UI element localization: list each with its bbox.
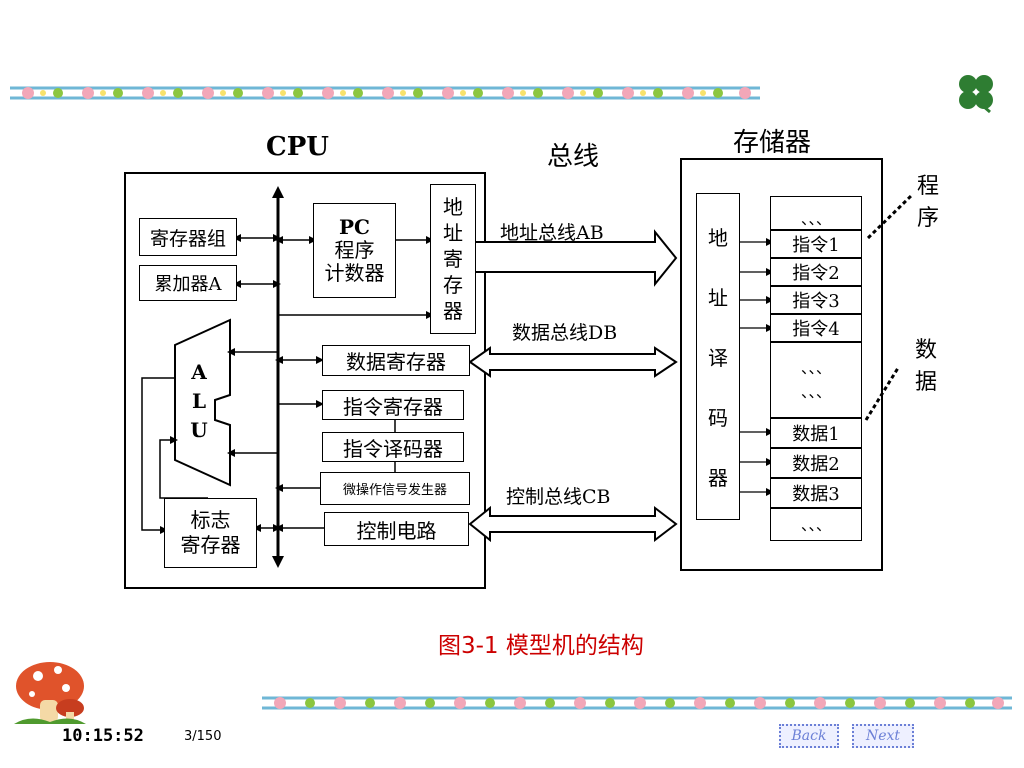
next-button-label: Next — [865, 728, 901, 744]
address-decoder-char: 地 — [708, 225, 728, 250]
address-register-char: 寄 — [443, 247, 463, 271]
control-bus-label: 控制总线CB — [506, 486, 611, 508]
clock: 10:15:52 — [62, 726, 144, 746]
cpu-boundary — [124, 172, 486, 589]
memory-cell: 数据1 — [770, 418, 862, 448]
memory-cell: 、、、 — [770, 508, 862, 541]
mushroom-icon — [14, 662, 86, 724]
memory-cell: 数据2 — [770, 448, 862, 478]
address-decoder-char: 器 — [708, 466, 728, 491]
address-register: 地 址 寄 存 器 — [430, 184, 476, 334]
memory-boundary — [680, 158, 883, 571]
data-bus-label: 数据总线DB — [512, 322, 618, 344]
memory-cell: 指令3 — [770, 286, 862, 314]
data-label-char: 据 — [914, 370, 937, 395]
flag-register-line2: 寄存器 — [180, 533, 241, 557]
address-decoder-char: 码 — [708, 406, 728, 431]
memory-cell: 数据3 — [770, 478, 862, 508]
address-bus-label: 地址总线AB — [500, 222, 604, 244]
address-decoder: 地 址 译 码 器 — [696, 193, 740, 520]
back-button[interactable]: Back — [779, 724, 839, 748]
next-button[interactable]: Next — [852, 724, 914, 748]
data-label-char: 数 — [914, 338, 937, 363]
program-counter: PC 程序 计数器 — [313, 203, 396, 298]
memory-cell: 、、、 — [770, 196, 862, 230]
bus-title: 总线 — [547, 142, 600, 172]
address-register-char: 存 — [443, 273, 463, 297]
data-register: 数据寄存器 — [322, 345, 470, 376]
register-group: 寄存器组 — [139, 218, 237, 256]
pc-line1: PC — [339, 215, 370, 239]
alu-char: U — [190, 418, 208, 442]
program-label: 程 序 — [914, 168, 942, 231]
control-circuit: 控制电路 — [324, 512, 469, 546]
instruction-register: 指令寄存器 — [322, 390, 464, 420]
micro-op-generator: 微操作信号发生器 — [320, 472, 470, 505]
memory-cell: 指令2 — [770, 258, 862, 286]
top-flower-border — [10, 86, 760, 100]
memory-title: 存储器 — [733, 128, 812, 158]
memory-cell: 指令4 — [770, 314, 862, 342]
flag-register-line1: 标志 — [190, 508, 231, 532]
flag-register: 标志 寄存器 — [164, 498, 257, 568]
address-decoder-char: 译 — [708, 345, 728, 370]
alu-label: A L U — [188, 360, 210, 442]
address-register-char: 址 — [443, 221, 463, 245]
cpu-title: CPU — [266, 132, 329, 162]
page-counter: 3/150 — [184, 729, 222, 744]
memory-cell: 指令1 — [770, 230, 862, 258]
figure-caption: 图3-1 模型机的结构 — [438, 633, 644, 659]
memory-cell: 、、、 、、、 — [770, 342, 862, 418]
alu-char: A — [191, 360, 207, 384]
pc-line2: 程序 — [334, 238, 375, 262]
data-label: 数 据 — [912, 332, 940, 395]
back-button-label: Back — [791, 728, 827, 744]
address-register-char: 地 — [443, 195, 463, 219]
address-register-char: 器 — [443, 299, 463, 323]
pc-line3: 计数器 — [324, 261, 385, 285]
address-decoder-char: 址 — [708, 285, 728, 310]
instruction-decoder: 指令译码器 — [322, 432, 464, 462]
program-label-char: 序 — [916, 206, 939, 231]
clover-icon — [959, 75, 993, 114]
program-label-char: 程 — [916, 174, 939, 199]
bottom-flower-border — [262, 696, 1012, 710]
alu-char: L — [191, 389, 207, 413]
accumulator: 累加器A — [139, 265, 237, 301]
